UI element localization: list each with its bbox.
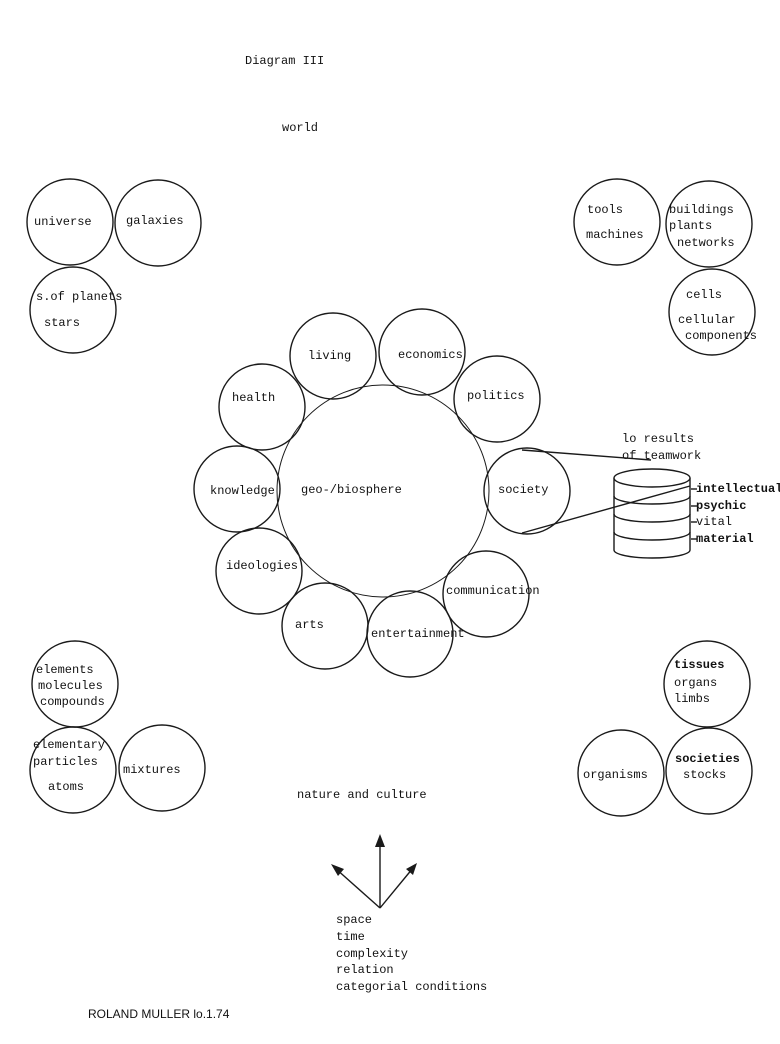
sphere-health: health (232, 391, 276, 405)
sphere-politics: politics (467, 389, 525, 403)
label-galaxies: galaxies (126, 214, 184, 228)
center-label: geo-/biosphere (301, 483, 402, 497)
circle-living (289, 312, 377, 400)
circle-planets-stars (29, 266, 117, 354)
label-limbs: limbs (674, 692, 711, 706)
label-organs: organs (674, 676, 718, 690)
label-elementary: elementary (33, 738, 106, 752)
teamwork-cylinder (613, 468, 697, 559)
label-tools: tools (587, 203, 624, 217)
dimension-time: time (336, 930, 365, 944)
label-stocks: stocks (683, 768, 727, 782)
diagram-title: Diagram III (245, 54, 325, 68)
circle-politics (453, 355, 541, 443)
sphere-ideologies: ideologies (226, 559, 299, 573)
signature: ROLAND MULLER lo.1.74 (88, 1007, 230, 1021)
nature-label: nature and culture (297, 788, 427, 802)
label-organisms: organisms (583, 768, 648, 782)
sphere-economics: economics (398, 348, 463, 362)
level-psychic: psychic (696, 499, 747, 513)
circle-arts (281, 582, 369, 670)
sphere-knowledge: knowledge (210, 484, 275, 498)
circle-health (218, 363, 306, 451)
circle-mixtures (118, 724, 206, 812)
label-components: components (685, 329, 758, 343)
circle-elementary-particles-atoms (29, 726, 117, 814)
label-atoms: atoms (48, 780, 85, 794)
circle-organisms (577, 729, 665, 817)
teamwork-heading-2: of teamwork (622, 449, 702, 463)
circle-ideologies (215, 527, 303, 615)
sphere-living: living (308, 349, 352, 363)
dimension-categorial: categorial conditions (336, 980, 488, 994)
label-stars: stars (44, 316, 81, 330)
circle-cells-components (668, 268, 756, 356)
connector-line (521, 485, 691, 534)
label-mixtures: mixtures (123, 763, 181, 777)
circle-society (483, 447, 571, 535)
label-plants: plants (669, 219, 713, 233)
connector-line (521, 449, 652, 461)
center-circle (276, 384, 490, 598)
circle-tools-machines (573, 178, 661, 266)
label-elements: elements (36, 663, 94, 677)
label-particles: particles (33, 755, 98, 769)
dimension-space: space (336, 913, 373, 927)
label-machines: machines (586, 228, 644, 242)
world-label: world (282, 121, 319, 135)
level-intellectual: intellectual (696, 482, 780, 496)
circle-economics (378, 308, 466, 396)
circle-tissues-organs-limbs (663, 640, 751, 728)
level-material: material (696, 532, 754, 546)
teamwork-heading-1: lo results (622, 432, 695, 446)
label-cellular: cellular (678, 313, 736, 327)
sphere-entertainment: entertainment (371, 627, 465, 641)
circle-knowledge (193, 445, 281, 533)
label-tissues: tissues (674, 658, 725, 672)
label-universe: universe (34, 215, 92, 229)
label-networks: networks (677, 236, 735, 250)
label-societies: societies (675, 752, 740, 766)
direction-arrows (331, 834, 417, 909)
dimension-complexity: complexity (336, 947, 409, 961)
sphere-arts: arts (295, 618, 324, 632)
label-cells: cells (686, 288, 723, 302)
circle-buildings-plants-networks (665, 180, 753, 268)
label-buildings: buildings (669, 203, 734, 217)
sphere-communication: communication (446, 584, 540, 598)
circle-societies-stocks (665, 727, 753, 815)
dimension-relation: relation (336, 963, 394, 977)
label-planets: s.of planets (36, 290, 123, 304)
level-vital: vital (696, 515, 733, 529)
circle-galaxies (114, 179, 202, 267)
label-compounds: compounds (40, 695, 105, 709)
sphere-society: society (498, 483, 549, 497)
circle-communication (442, 550, 530, 638)
circle-universe (26, 178, 114, 266)
label-molecules: molecules (38, 679, 103, 693)
